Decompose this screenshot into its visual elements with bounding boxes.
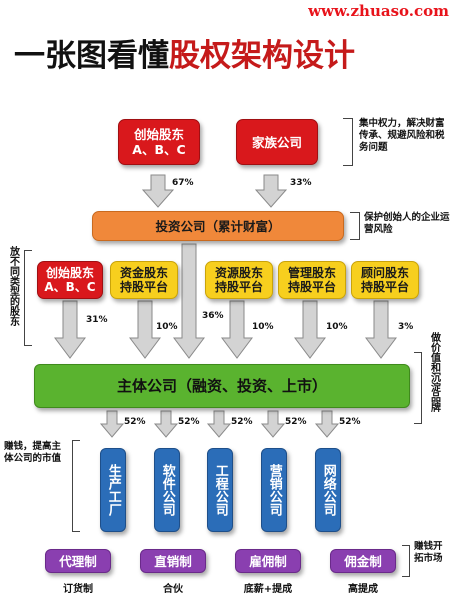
channels-note: 赚钱开拓市场 [414, 541, 443, 564]
top-founders-line1: 创始股东 [133, 127, 184, 142]
channel-employment-sub: 底薪+提成 [243, 584, 293, 595]
shareholder-resource-line2: 持股平台 [214, 280, 263, 294]
arrow-main-to-network [314, 410, 340, 438]
channel-commission-box: 佣金制 [330, 549, 396, 573]
channel-direct-box: 直销制 [140, 549, 206, 573]
title-part-2: 股权架构设计 [169, 38, 355, 74]
arrow-founders-to-investment [141, 174, 175, 208]
pct-main-marketing: 52% [285, 417, 307, 427]
page-title: 一张图看懂股权架构设计 [14, 30, 355, 75]
top-note: 集中权力，解决财富传承、规避风险和税务问题 [359, 118, 445, 153]
top-note-bracket [343, 118, 353, 166]
arrow-advisor-to-main [365, 300, 397, 359]
arrow-capital-to-main [129, 300, 161, 359]
pct-resource-shareholder: 10% [252, 322, 274, 332]
pct-family: 33% [290, 178, 312, 188]
arrow-investment-to-main [173, 243, 205, 359]
shareholders-side-label: 放不同类型的股东 [7, 246, 19, 326]
channel-employment-box: 雇佣制 [235, 549, 301, 573]
channel-agency-sub: 订货制 [63, 584, 93, 595]
arrow-founders2-to-main [54, 300, 86, 359]
pct-main-factory: 52% [124, 417, 146, 427]
pct-main-software: 52% [178, 417, 200, 427]
pct-founders: 67% [172, 178, 194, 188]
watermark: www.zhuaso.com [308, 2, 449, 20]
shareholder-management-line2: 持股平台 [287, 280, 336, 294]
top-founders-line2: A、B、C [132, 142, 186, 157]
shareholder-advisor-line2: 持股平台 [360, 280, 409, 294]
investment-note-bracket [350, 212, 360, 240]
investment-company-box: 投资公司（累计财富） [92, 211, 344, 241]
pct-management-shareholder: 10% [326, 322, 348, 332]
shareholders-bracket [24, 250, 32, 346]
shareholder-capital-box: 资金股东持股平台 [110, 261, 178, 299]
channel-agency-box: 代理制 [45, 549, 111, 573]
subsidiary-software-box: 软件公司 [154, 448, 180, 532]
subsidiary-network-box: 网络公司 [315, 448, 341, 532]
shareholder-capital-line2: 持股平台 [119, 280, 168, 294]
shareholder-resource-line1: 资源股东 [214, 265, 263, 280]
title-part-1: 一张图看懂 [14, 38, 169, 74]
shareholder-advisor-box: 顾问股东持股平台 [351, 261, 419, 299]
pct-main-engineering: 52% [231, 417, 253, 427]
pct-main-network: 52% [339, 417, 361, 427]
pct-capital-shareholder: 10% [156, 322, 178, 332]
shareholder-capital-line1: 资金股东 [119, 265, 168, 280]
main-company-box: 主体公司（融资、投资、上市） [34, 364, 410, 408]
subsidiary-marketing-box: 营销公司 [261, 448, 287, 532]
arrow-main-to-marketing [260, 410, 286, 438]
shareholder-founders-line1: 创始股东 [45, 265, 94, 280]
arrow-family-to-investment [254, 174, 288, 208]
arrow-main-to-engineering [206, 410, 232, 438]
pct-investment-company: 36% [202, 311, 224, 321]
shareholder-management-line1: 管理股东 [287, 265, 336, 280]
subsidiaries-bracket [72, 440, 80, 532]
shareholder-management-box: 管理股东持股平台 [278, 261, 346, 299]
shareholder-founders-line2: A、B、C [44, 280, 96, 294]
channels-bracket [402, 545, 410, 577]
pct-founders-shareholder: 31% [86, 315, 108, 325]
pct-advisor-shareholder: 3% [398, 322, 414, 332]
investment-note: 保护创始人的企业运营风险 [364, 212, 450, 235]
channel-direct-sub: 合伙 [163, 584, 183, 595]
shareholder-resource-box: 资源股东持股平台 [205, 261, 273, 299]
arrow-main-to-software [153, 410, 179, 438]
arrow-management-to-main [294, 300, 326, 359]
arrow-main-to-factory [99, 410, 125, 438]
subsidiary-engineering-box: 工程公司 [207, 448, 233, 532]
subsidiaries-note: 赚钱，提高主体公司的市值 [4, 441, 62, 464]
main-note: 做价值和沉淀品牌 [428, 332, 440, 412]
shareholder-advisor-line1: 顾问股东 [360, 265, 409, 280]
channel-commission-sub: 高提成 [348, 584, 378, 595]
subsidiary-factory-box: 生产工厂 [100, 448, 126, 532]
arrow-resource-to-main [221, 300, 253, 359]
main-note-bracket [414, 352, 422, 424]
family-company-box: 家族公司 [236, 119, 318, 165]
